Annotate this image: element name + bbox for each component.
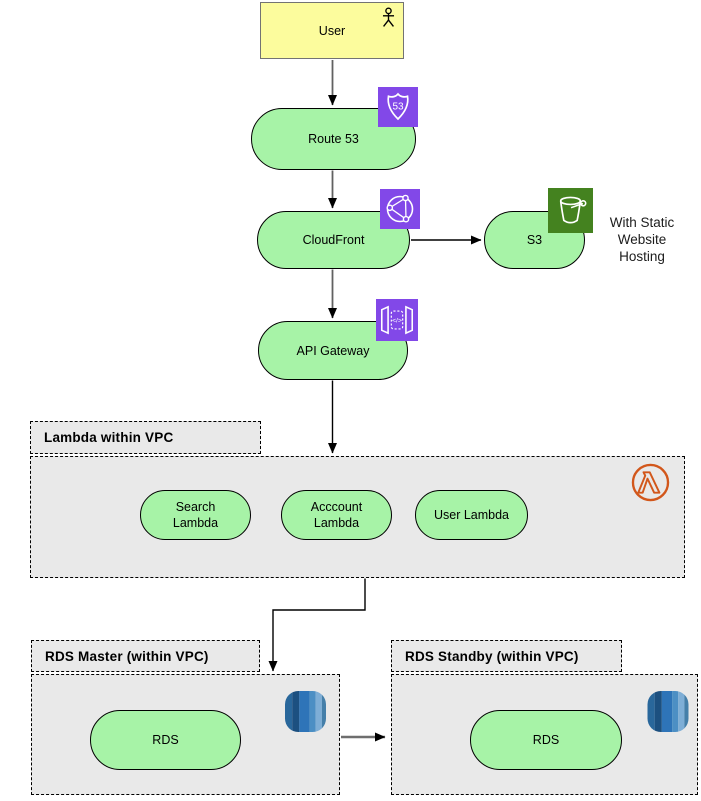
- s3-label: S3: [526, 233, 543, 247]
- user-lambda-label: User Lambda: [433, 508, 510, 522]
- node-user[interactable]: User: [260, 2, 404, 59]
- api-gateway-glyph-text: </>: [392, 318, 402, 325]
- user-label: User: [318, 23, 346, 38]
- s3-icon: [548, 188, 593, 233]
- node-rds-standby[interactable]: RDS: [470, 710, 622, 770]
- api-gateway-icon: </>: [376, 299, 418, 341]
- cloudfront-icon: [380, 189, 420, 229]
- api-gateway-label: API Gateway: [296, 343, 370, 358]
- route53-icon: 53: [378, 87, 418, 127]
- node-rds-master[interactable]: RDS: [90, 710, 241, 770]
- node-user-lambda[interactable]: User Lambda: [415, 490, 528, 540]
- route53-label: Route 53: [308, 132, 359, 146]
- rds-master-label: RDS: [152, 733, 179, 747]
- lambda-vpc-title-bar[interactable]: Lambda within VPC: [30, 421, 261, 454]
- rds-standby-title-bar[interactable]: RDS Standby (within VPC): [391, 640, 622, 672]
- search-lambda-label: Search Lambda: [172, 500, 219, 530]
- node-acccount-lambda[interactable]: Acccount Lambda: [281, 490, 392, 540]
- actor-icon: [382, 7, 395, 27]
- lambda-icon: [631, 463, 670, 502]
- lambda-vpc-title: Lambda within VPC: [44, 430, 174, 445]
- rds-master-title: RDS Master (within VPC): [45, 648, 209, 664]
- s3-annotation: With Static Website Hosting: [609, 215, 675, 264]
- rds-standby-container[interactable]: [391, 674, 698, 795]
- node-search-lambda[interactable]: Search Lambda: [140, 490, 251, 540]
- acccount-lambda-label: Acccount Lambda: [310, 500, 363, 530]
- route53-badge-text: 53: [392, 102, 404, 113]
- edge-lambdavpc-rdsmaster[interactable]: [268, 578, 366, 672]
- rds-standby-label: RDS: [532, 733, 560, 747]
- rds-standby-title: RDS Standby (within VPC): [405, 648, 579, 664]
- rds-master-icon: [285, 691, 326, 732]
- rds-master-title-bar[interactable]: RDS Master (within VPC): [31, 640, 260, 672]
- cloudfront-label: CloudFront: [302, 233, 365, 247]
- rds-standby-icon: [647, 691, 689, 732]
